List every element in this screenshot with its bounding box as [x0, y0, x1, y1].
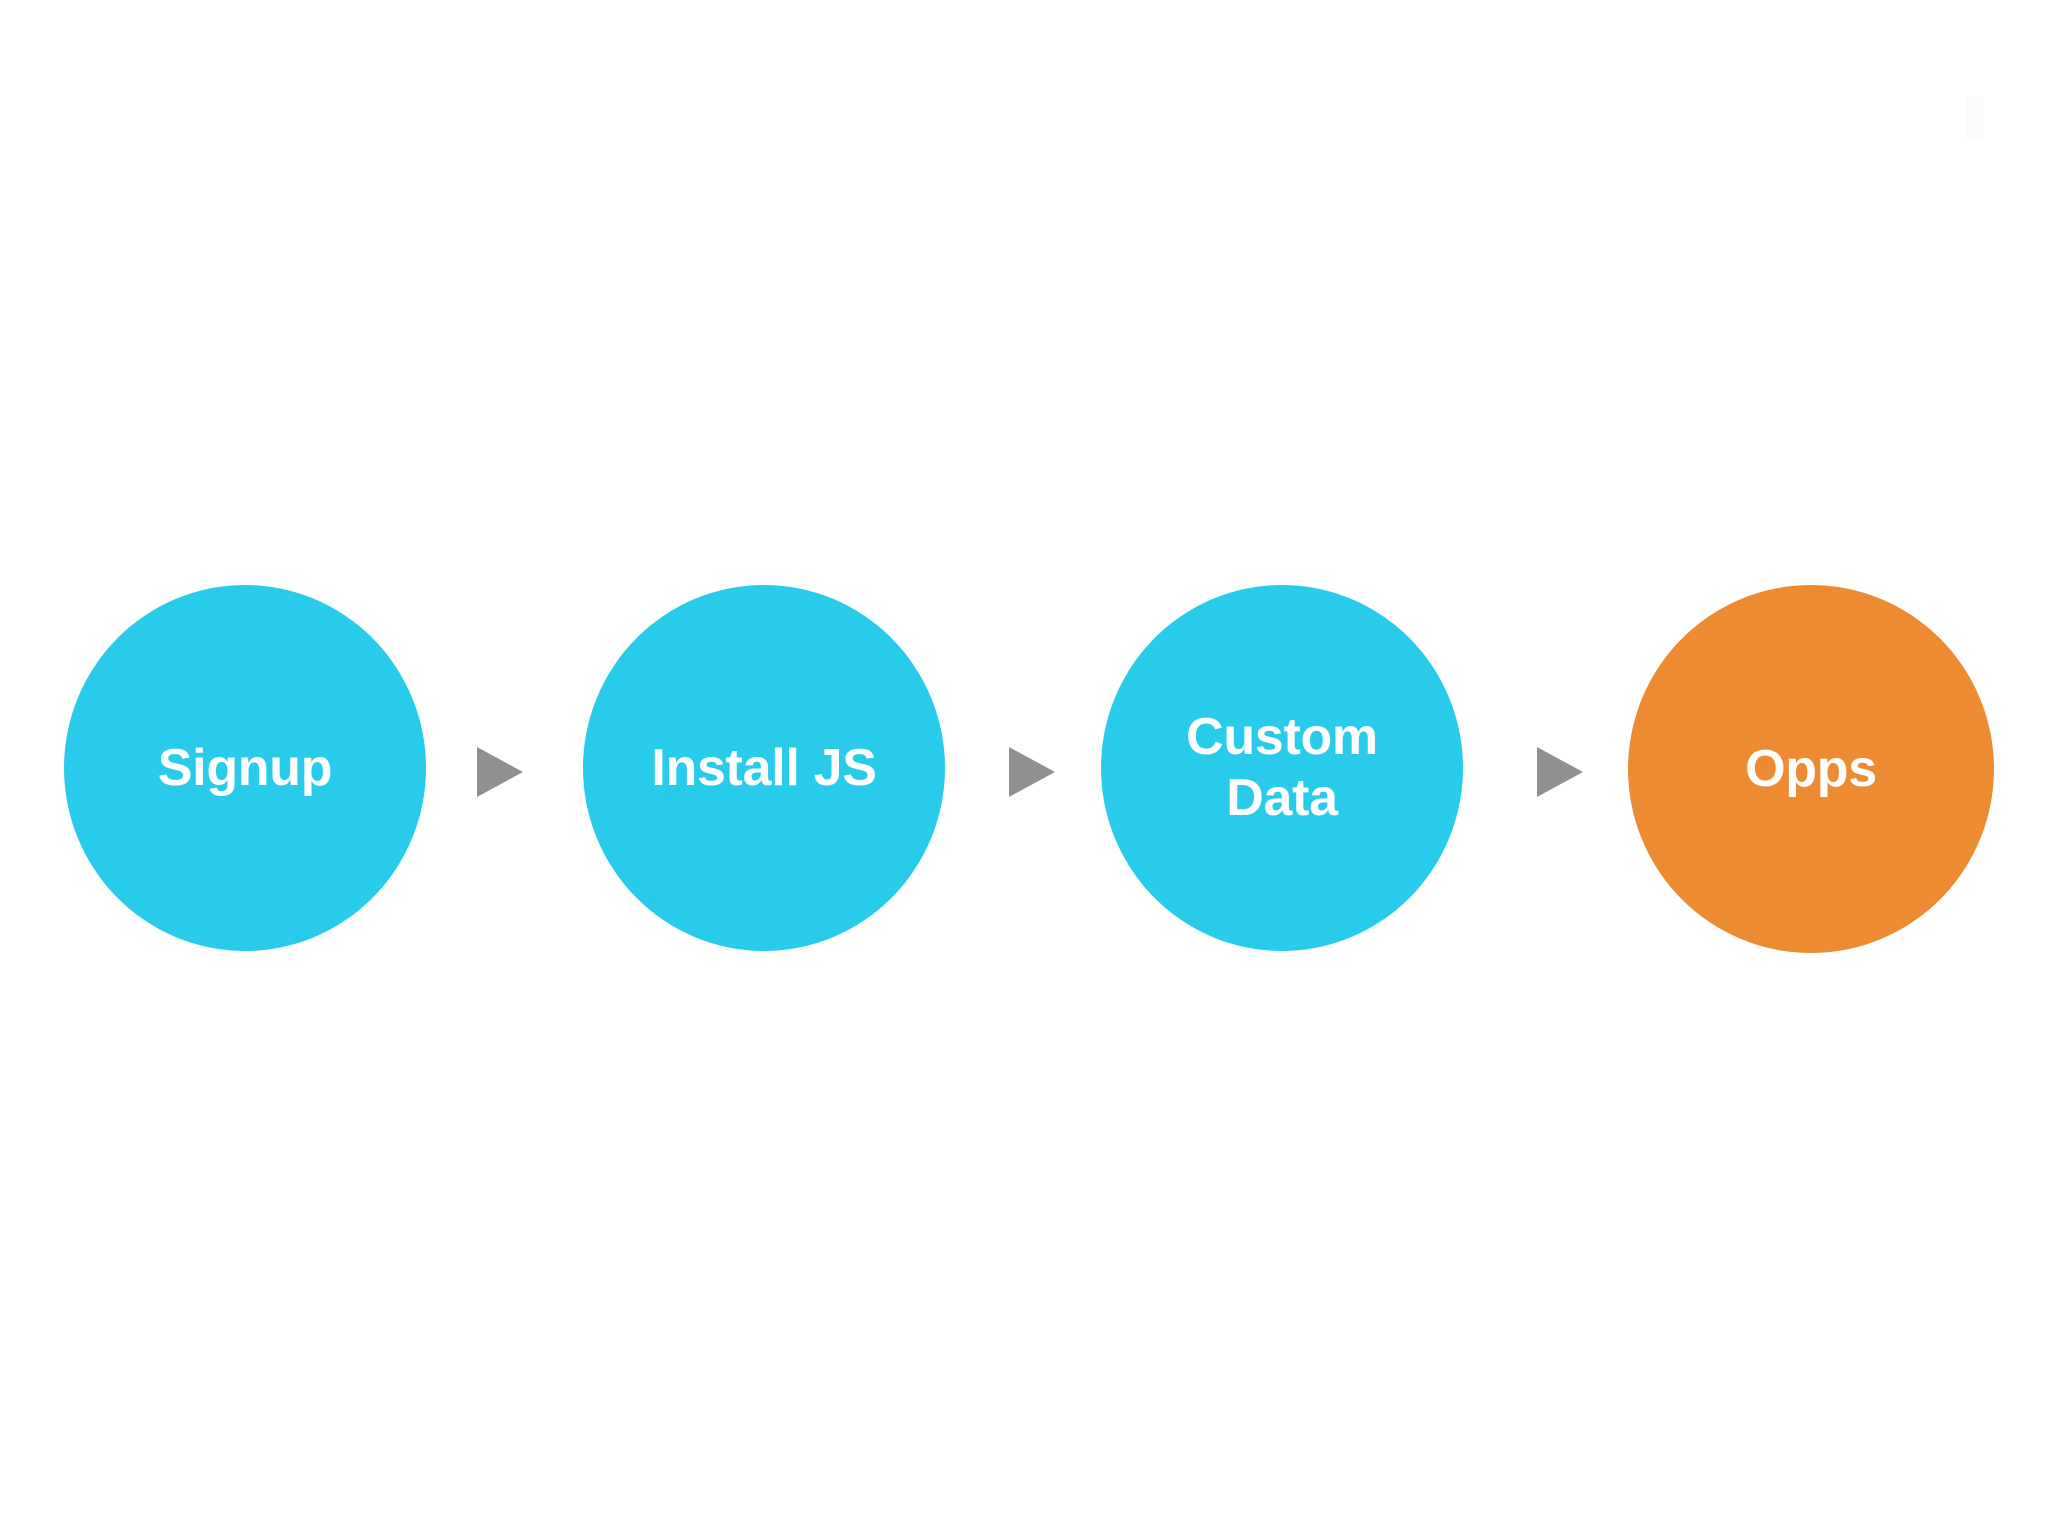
- flow-node-custom-data[interactable]: Custom Data: [1101, 585, 1463, 951]
- flow-node-signup[interactable]: Signup: [64, 585, 426, 951]
- flow-node-install-js[interactable]: Install JS: [583, 585, 945, 951]
- flow-sequence: Signup Install JS Custom Data: [0, 585, 2048, 953]
- flow-node-opps[interactable]: Opps: [1628, 585, 1994, 953]
- flow-node-label: Custom Data: [1186, 708, 1378, 827]
- flow-node-label: Signup: [157, 738, 333, 797]
- triangle-right-icon: [1537, 747, 1583, 797]
- artifact-mark: [1966, 96, 1984, 138]
- triangle-right-icon: [477, 747, 523, 797]
- flow-node-label: Install JS: [651, 738, 877, 797]
- flow-node-label: Opps: [1745, 739, 1877, 798]
- triangle-right-icon: [1009, 747, 1055, 797]
